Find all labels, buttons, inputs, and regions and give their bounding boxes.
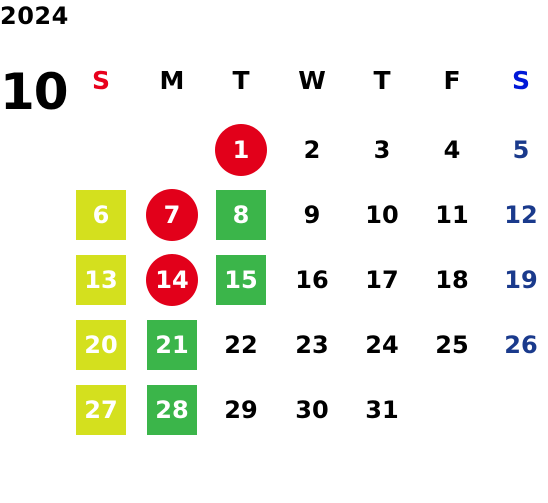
weekday-5: F [443, 65, 461, 95]
weekday-6: S [511, 65, 530, 95]
holiday-circle-marker [215, 124, 267, 176]
day-cell[interactable]: 27 [73, 382, 129, 438]
day-number: 17 [365, 266, 399, 294]
weekday-2: T [232, 65, 250, 95]
day-cell[interactable]: 25 [424, 317, 480, 373]
weekday-3: W [298, 65, 326, 95]
day-cell[interactable]: 18 [424, 252, 480, 308]
day-number: 6 [92, 201, 110, 229]
day-cell[interactable]: 30 [284, 382, 340, 438]
day-cell[interactable]: 15 [213, 252, 269, 308]
day-cell[interactable]: 24 [354, 317, 410, 373]
day-cell[interactable]: 26 [493, 317, 548, 373]
weekday-1: M [159, 65, 185, 95]
yellow-square-marker [76, 320, 126, 370]
day-number: 5 [512, 136, 530, 164]
green-square-marker [216, 255, 266, 305]
day-cell[interactable]: 2 [284, 122, 340, 178]
day-cell[interactable]: 17 [354, 252, 410, 308]
day-cell[interactable]: 11 [424, 187, 480, 243]
day-number: 3 [373, 136, 391, 164]
day-cell[interactable]: 1 [213, 122, 269, 178]
weekday-0: S [91, 65, 110, 95]
day-number: 28 [155, 396, 189, 424]
weekday-4: T [373, 65, 391, 95]
day-cell[interactable]: 13 [73, 252, 129, 308]
day-number: 19 [504, 266, 538, 294]
day-cell[interactable]: 4 [424, 122, 480, 178]
day-cell[interactable]: 16 [284, 252, 340, 308]
day-number: 4 [443, 136, 461, 164]
day-number: 9 [303, 201, 321, 229]
day-cell[interactable]: 19 [493, 252, 548, 308]
holiday-circle-marker [146, 254, 198, 306]
day-number: 27 [84, 396, 118, 424]
day-number: 1 [232, 136, 250, 164]
day-cell[interactable]: 22 [213, 317, 269, 373]
day-number: 23 [295, 331, 329, 359]
day-number: 18 [435, 266, 469, 294]
green-square-marker [147, 320, 197, 370]
day-cell[interactable]: 8 [213, 187, 269, 243]
day-number: 21 [155, 331, 189, 359]
day-number: 25 [435, 331, 469, 359]
month-number: 10 [0, 63, 69, 121]
day-number: 10 [365, 201, 399, 229]
day-cell[interactable]: 3 [354, 122, 410, 178]
green-square-marker [147, 385, 197, 435]
day-number: 16 [295, 266, 329, 294]
yellow-square-marker [76, 255, 126, 305]
yellow-square-marker [76, 190, 126, 240]
day-cell[interactable]: 14 [144, 252, 200, 308]
day-number: 12 [504, 201, 538, 229]
day-number: 15 [224, 266, 258, 294]
day-cell[interactable]: 21 [144, 317, 200, 373]
day-number: 8 [232, 201, 250, 229]
day-number: 26 [504, 331, 538, 359]
holiday-circle-marker [146, 189, 198, 241]
day-cell[interactable]: 9 [284, 187, 340, 243]
day-cell[interactable]: 5 [493, 122, 548, 178]
day-number: 11 [435, 201, 469, 229]
day-number: 2 [303, 136, 321, 164]
day-cell[interactable]: 23 [284, 317, 340, 373]
day-cell[interactable]: 6 [73, 187, 129, 243]
year-label: 2024 [0, 2, 69, 30]
day-cell[interactable]: 28 [144, 382, 200, 438]
day-number: 14 [155, 266, 189, 294]
day-cell[interactable]: 7 [144, 187, 200, 243]
day-number: 7 [163, 201, 181, 229]
day-number: 20 [84, 331, 118, 359]
day-number: 31 [365, 396, 399, 424]
day-number: 24 [365, 331, 399, 359]
yellow-square-marker [76, 385, 126, 435]
day-cell[interactable]: 20 [73, 317, 129, 373]
green-square-marker [216, 190, 266, 240]
day-number: 29 [224, 396, 258, 424]
day-number: 30 [295, 396, 329, 424]
day-cell[interactable]: 31 [354, 382, 410, 438]
day-cell[interactable]: 29 [213, 382, 269, 438]
day-number: 13 [84, 266, 118, 294]
day-number: 22 [224, 331, 258, 359]
day-cell[interactable]: 10 [354, 187, 410, 243]
day-cell[interactable]: 12 [493, 187, 548, 243]
